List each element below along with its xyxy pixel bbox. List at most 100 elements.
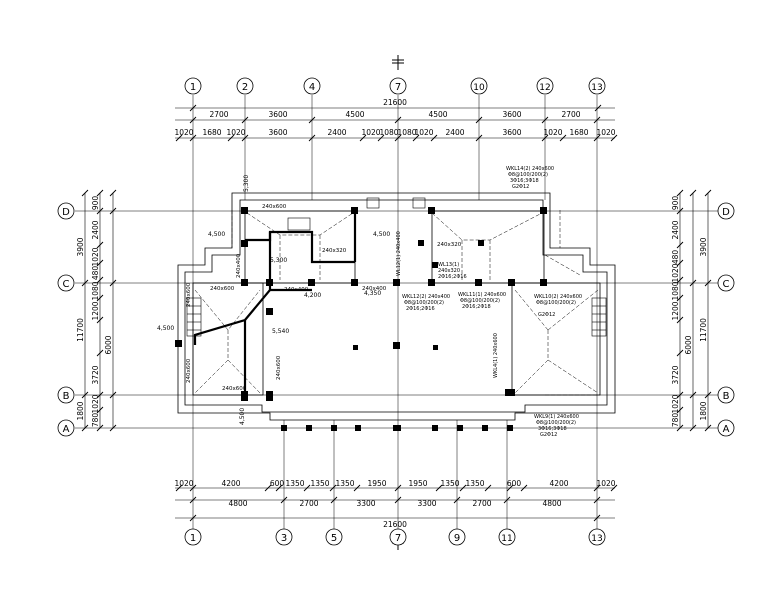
grid-label-bottom-6: 11 (501, 534, 512, 544)
dim-top-r2-5: 1020 (361, 128, 380, 137)
note-wkl14-c: 3Φ16;3Φ18 (510, 178, 539, 184)
dim-right-outer-1: 11700 (699, 318, 708, 342)
dim-left-inner-0: 900 (91, 196, 100, 211)
dim-bot-r2-5: 4800 (542, 499, 561, 508)
dim-bot-r2-3: 3300 (417, 499, 436, 508)
dim-right-inner-6: 6000 (684, 335, 693, 354)
dim-left-inner-3: 480 (91, 266, 100, 281)
dim-top-r1-3: 4500 (428, 110, 447, 119)
dim-right-inner-7: 3720 (671, 365, 680, 384)
dim-top-r1-1: 3600 (268, 110, 287, 119)
grid-label-bottom-5: 9 (454, 533, 460, 544)
slab-label-s3: 5,300 (270, 257, 287, 264)
grid-label-bottom-4: 7 (395, 533, 401, 544)
dim-left-inner-1: 2400 (91, 220, 100, 239)
ridge-beams (193, 210, 357, 395)
slab-label-s2: 4,500 (373, 231, 390, 238)
grid-label-bottom-1: 1 (190, 533, 196, 544)
dimension-ticks (81, 104, 712, 522)
dim-bot-r1-7: 1950 (408, 479, 427, 488)
dim-left-inner-8: 1020 (91, 394, 100, 413)
dim-text-bottom: 1020 4200 600 1350 1350 1350 1950 1950 1… (174, 479, 615, 529)
dim-right-inner-5: 1200 (671, 301, 680, 320)
grid-label-right-b: B (723, 391, 730, 402)
dim-top-r2-8: 1020 (414, 128, 433, 137)
note-wl13: WL13(1) (438, 262, 459, 268)
grid-bubbles-left: D C B A (57, 202, 75, 437)
grid-bubbles-bottom: 1 3 5 7 9 11 13 (184, 528, 606, 546)
note-wkl14: WKL14(2) 240x600 (506, 166, 554, 172)
note-wl13-c: 2Φ16;2Φ16 (438, 274, 467, 280)
dim-text-left: 3900 11700 1800 900 2400 1020 480 1080 1… (76, 196, 113, 428)
slab-labels: 4,500 4,500 5,300 4,500 5,540 4,500 4,35… (157, 175, 390, 425)
beam-label-b2: 240x600 (210, 286, 235, 292)
beam-label-b6: 240x400 (362, 286, 387, 292)
grid-label-top-7: 13 (591, 83, 602, 93)
dim-left-inner-2: 1020 (91, 247, 100, 266)
grid-label-top-4: 7 (395, 82, 401, 93)
grid-label-left-a: A (63, 424, 70, 435)
dim-left-inner-9: 780 (91, 413, 100, 428)
note-wl10-c: G2Φ12 (538, 312, 555, 318)
dim-bot-r1-11: 4200 (549, 479, 568, 488)
grid-label-left-b: B (63, 391, 70, 402)
dim-left-inner-5: 1200 (91, 301, 100, 320)
note-wkl9-c: 3Φ16;3Φ18 (538, 426, 567, 432)
note-wl10-b: Φ8@100/200(2) (536, 300, 576, 306)
slab-label-s4: 4,500 (157, 325, 174, 332)
note-wl13-b: 240x320 (438, 268, 460, 274)
beam-label-b10: 240x400 (236, 253, 242, 278)
dim-text-right: 900 2400 480 1020 1080 1200 6000 3720 10… (671, 196, 708, 428)
dim-right-inner-1: 2400 (671, 220, 680, 239)
note-wkl14-d: G2Φ12 (512, 184, 529, 190)
dim-bot-r2-4: 2700 (472, 499, 491, 508)
dim-top-r2-10: 3600 (502, 128, 521, 137)
roof-hip-lines (194, 210, 600, 396)
dim-bot-r1-2: 600 (270, 479, 285, 488)
dim-bot-r1-3: 1350 (285, 479, 304, 488)
note-wkl11-c: 2Φ16;2Φ18 (462, 304, 491, 310)
dim-top-r2-13: 1020 (596, 128, 615, 137)
slab-label-s9: 5,300 (243, 175, 250, 192)
grid-label-bottom-3: 5 (331, 533, 337, 544)
dim-right-inner-2: 480 (671, 250, 680, 265)
dim-top-r2-3: 3600 (268, 128, 287, 137)
dim-top-total: 21600 (383, 98, 407, 107)
grid-label-right-a: A (723, 424, 730, 435)
dim-top-r1-2: 4500 (345, 110, 364, 119)
dim-right-inner-8: 1020 (671, 394, 680, 413)
note-wkl9: WKL9(1) 240x600 (534, 414, 579, 420)
dim-bot-r1-9: 1350 (465, 479, 484, 488)
dim-top-r1-0: 2700 (209, 110, 228, 119)
grid-bubbles-top: 1 2 4 7 10 12 13 (184, 77, 606, 95)
note-wkl14-b: Φ8@100/200(2) (508, 172, 548, 178)
note-wkl12-b: Φ8@100/200(2) (404, 300, 444, 306)
grid-bubbles-right: D C B A (717, 202, 735, 437)
note-wkl9-b: Φ8@100/200(2) (536, 420, 576, 426)
slab-label-s7: 4,350 (364, 290, 381, 297)
grid-lines (75, 95, 718, 530)
grid-label-top-3: 4 (309, 82, 315, 93)
grid-label-left-d: D (62, 207, 70, 218)
dim-top-r2-11: 1020 (543, 128, 562, 137)
dim-bot-r1-6: 1950 (367, 479, 386, 488)
dim-bot-total: 21600 (383, 520, 407, 529)
dim-left-outer-2: 1800 (76, 401, 85, 420)
dim-bot-r1-4: 1350 (310, 479, 329, 488)
dim-bot-r2-2: 3300 (356, 499, 375, 508)
dim-top-r1-4: 3600 (502, 110, 521, 119)
grid-label-right-d: D (722, 207, 730, 218)
beam-label-b11: 240x600 (276, 355, 282, 380)
dimension-lines (84, 107, 709, 519)
dim-right-outer-0: 3900 (699, 237, 708, 256)
dim-top-r2-4: 2400 (327, 128, 346, 137)
dim-top-r2-9: 2400 (445, 128, 464, 137)
beam-label-b5: 240x400 (284, 287, 309, 293)
columns (175, 207, 547, 431)
dim-bot-r1-5: 1350 (335, 479, 354, 488)
beam-label-b9: 240x600 (186, 358, 192, 383)
grid-label-bottom-2: 3 (281, 533, 287, 544)
dim-bot-r1-12: 1020 (596, 479, 615, 488)
dim-bot-r1-10: 600 (507, 479, 522, 488)
